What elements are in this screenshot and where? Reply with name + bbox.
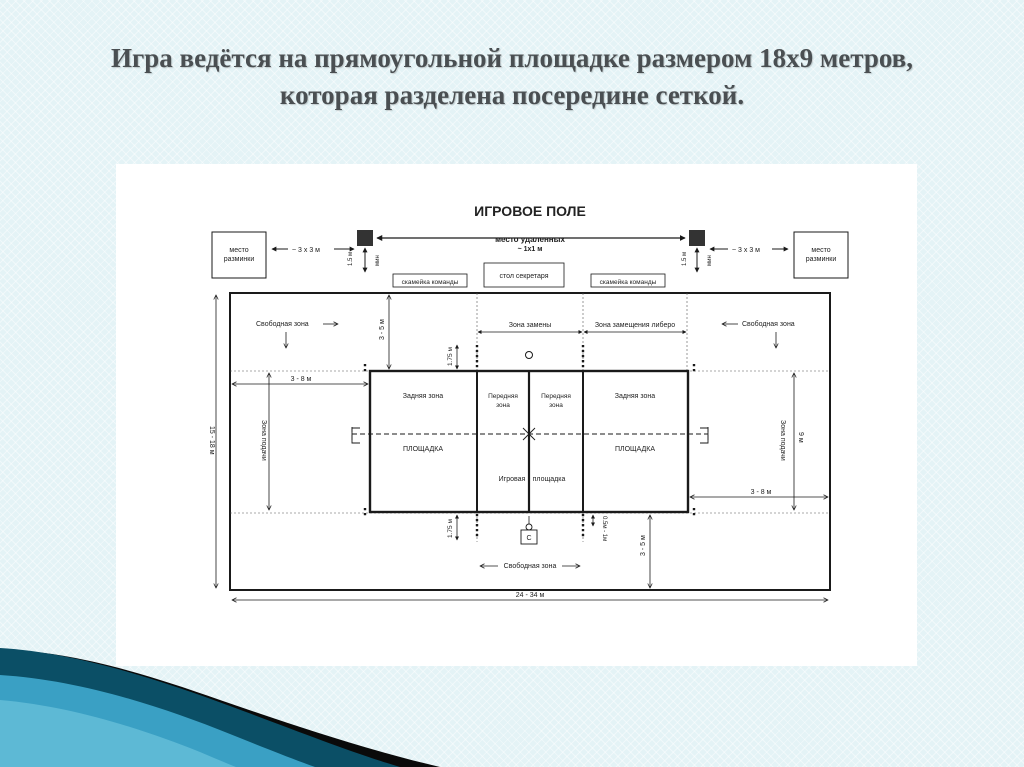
warmup-left-label-2: разминки	[224, 256, 255, 263]
penalty-square-left	[357, 230, 373, 246]
dim-length-total-label: 24 - 34 м	[516, 592, 545, 599]
warmup-right-label-2: разминки	[806, 256, 837, 263]
dim-free-bottom-label: 3 - 5 м	[640, 535, 647, 556]
penalty-square-right	[689, 230, 705, 246]
dim-175-bottom-label: 1.75 м	[447, 519, 454, 538]
dim-width-total-label: 15 - 18 м	[208, 426, 215, 455]
front-zone-left-label-2: зона	[496, 402, 510, 409]
front-zone-right-label-2: зона	[549, 402, 563, 409]
free-zone-right-label: Свободная зона	[742, 320, 795, 328]
penalty-offset-right-label: 1.5 м	[682, 252, 688, 266]
free-zone-bottom-label: Свободная зона	[504, 562, 557, 570]
free-zone-left-label: Свободная зона	[256, 320, 309, 328]
dim-free-side-right-label: 3 - 8 м	[751, 489, 772, 496]
front-zone-left-label-1: Передняя	[488, 393, 518, 400]
bench-right	[590, 273, 666, 288]
free-zone-boundary	[229, 292, 831, 591]
court-label-left: ПЛОЩАДКА	[403, 446, 443, 453]
serve-zone-label: Зона подачи	[260, 420, 267, 461]
warmup-right-label-1: место	[811, 247, 830, 254]
playing-court-label-2: площадка	[533, 476, 566, 483]
scorer-table-label: стол секретаря	[499, 273, 548, 280]
swoosh-highlight	[0, 700, 236, 767]
serve-zone-right-label: Зона подачи	[779, 420, 786, 461]
second-referee-box	[520, 529, 538, 545]
serve-bracket-left	[351, 427, 360, 444]
penalty-area-size: ~ 1х1 м	[518, 246, 543, 253]
back-zone-left-label: Задняя зона	[403, 393, 443, 400]
net-cross-b	[522, 427, 536, 441]
front-zone-right-label-1: Передняя	[541, 393, 571, 400]
penalty-offset-left-label: 1.5 м	[348, 252, 354, 266]
bench-right-label: скамейка команды	[600, 278, 657, 286]
court-label-right: ПЛОЩАДКА	[615, 446, 655, 453]
dim-court-width-label: 9 м	[797, 432, 804, 443]
warmup-area-left	[211, 231, 267, 279]
penalty-offset-left-min: мин	[375, 255, 381, 266]
substitution-zone-label: Зона замены	[509, 322, 552, 329]
back-zone-right-label: Задняя зона	[615, 393, 655, 400]
diagram-frame: ИГРОВОЕ ПОЛЕ место разминки место размин…	[116, 164, 917, 666]
dim-175-top-label: 1.75 м	[447, 347, 454, 366]
diagram-heading: ИГРОВОЕ ПОЛЕ	[474, 203, 586, 219]
slide-title: Игра ведётся на прямоугольной площадке р…	[111, 43, 913, 110]
serve-bracket-right	[700, 427, 709, 444]
court-diagram: ИГРОВОЕ ПОЛЕ место разминки место размин…	[208, 203, 849, 666]
dim-post-label: 0.5м - 1м	[601, 516, 607, 541]
penalty-offset-right-min: мин	[707, 255, 713, 266]
first-referee-marker	[525, 351, 533, 359]
warmup-left-label-1: место	[229, 247, 248, 254]
bench-left	[392, 273, 468, 288]
warmup-left-size: ~ 3 х 3 м	[292, 247, 320, 254]
dim-free-side-left-label: 3 - 8 м	[291, 376, 312, 383]
libero-zone-label: Зона замещения либеро	[595, 321, 675, 329]
penalty-area-label: место удаленных	[495, 235, 565, 244]
dim-free-top-label: 3 - 5 м	[379, 319, 386, 340]
warmup-right-size: ~ 3 х 3 м	[732, 247, 760, 254]
scorer-table	[483, 262, 565, 288]
warmup-area-right	[793, 231, 849, 279]
second-referee-mark: С	[526, 535, 531, 542]
playing-court-label-1: Игровая	[499, 476, 526, 483]
bench-left-label: скамейка команды	[402, 278, 459, 286]
